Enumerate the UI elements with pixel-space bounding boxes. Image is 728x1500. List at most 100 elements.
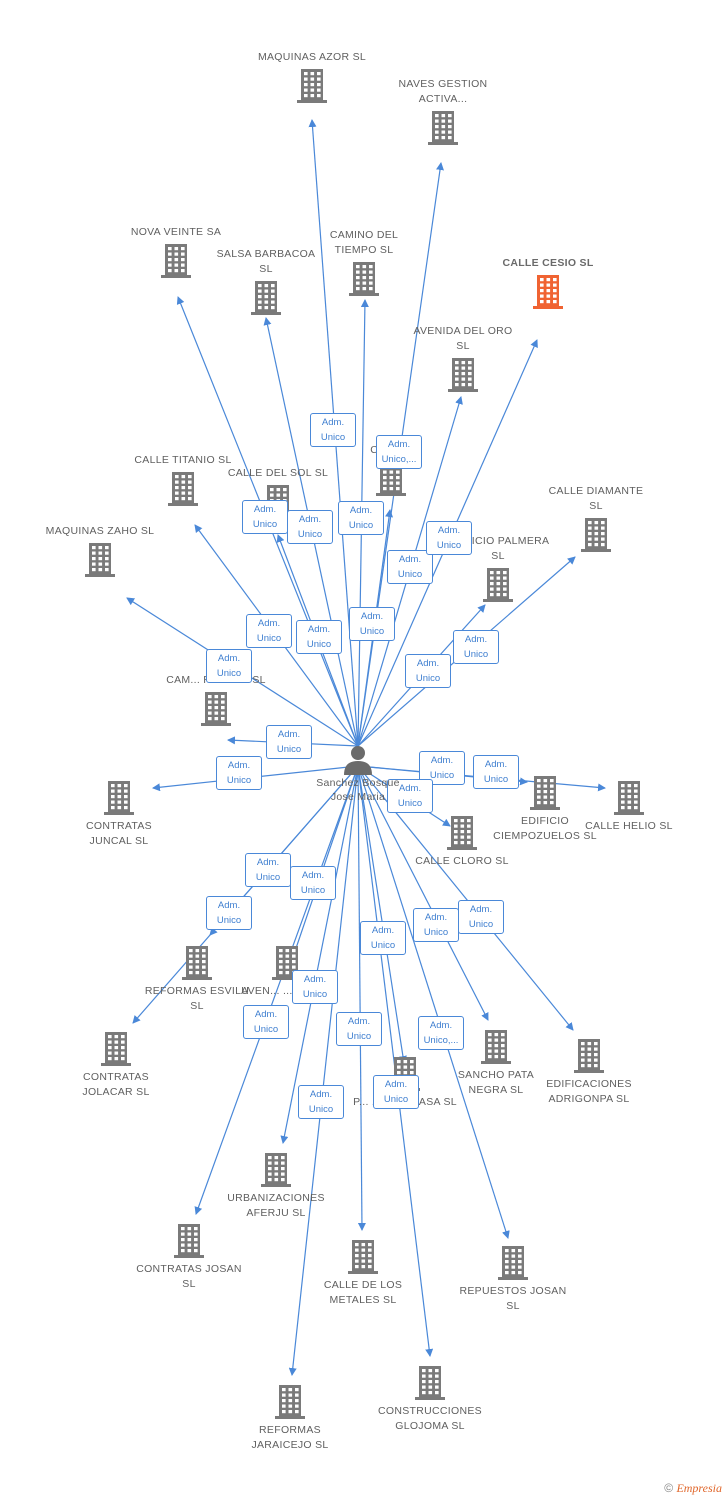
node-label: CALLE DE LOS METALES SL	[323, 1279, 403, 1306]
role-badge[interactable]: Adm.Unico,...	[376, 435, 422, 469]
building-icon	[101, 1032, 131, 1066]
node-calle-diamante[interactable]: CALLE DIAMANTE SL	[541, 484, 651, 552]
role-badge[interactable]: Adm.Unico	[242, 500, 288, 534]
node-maquinas-azor[interactable]: MAQUINAS AZOR SL	[257, 50, 367, 103]
node-label: MAQUINAS ZAHO SL	[45, 525, 155, 537]
role-badge[interactable]: Adm.Unico	[360, 921, 406, 955]
node-label: CONTRATAS JOSAN SL	[136, 1263, 242, 1290]
role-badge[interactable]: Adm.Unico	[458, 900, 504, 934]
node-label: CALLE HELIO SL	[585, 820, 673, 832]
node-avenida-oro[interactable]: AVENIDA DEL ORO SL	[408, 324, 518, 392]
role-badge[interactable]: Adm.Unico	[349, 607, 395, 641]
node-calle-titanio[interactable]: CALLE TITANIO SL	[128, 453, 238, 506]
node-label: CONTRATAS JUNCAL SL	[86, 820, 152, 847]
role-badge[interactable]: Adm.Unico	[373, 1075, 419, 1109]
node-calle-cloro[interactable]: CALLE CLORO SL	[407, 816, 517, 869]
role-badge[interactable]: Adm.Unico	[419, 751, 465, 785]
node-label: CALLE CLORO SL	[415, 855, 509, 867]
role-badge[interactable]: Adm.Unico	[206, 649, 252, 683]
node-reformas-esvilu[interactable]: REFORMAS ESVILU SL	[142, 946, 252, 1014]
node-label: CALLE CESIO SL	[502, 257, 594, 269]
role-badge[interactable]: Adm.Unico	[405, 654, 451, 688]
role-badge[interactable]: Adm.Unico	[216, 756, 262, 790]
building-icon	[261, 1153, 291, 1187]
node-label: URBANIZACIONES AFERJU SL	[227, 1192, 325, 1219]
node-label: CALLE TITANIO SL	[134, 454, 232, 466]
node-label: SALSA BARBACOA SL	[216, 248, 316, 275]
role-badge[interactable]: Adm.Unico	[290, 866, 336, 900]
node-edificaciones-adrigonpa[interactable]: EDIFICACIONES ADRIGONPA SL	[534, 1039, 644, 1107]
node-naves-gestion[interactable]: NAVES GESTION ACTIVA...	[388, 77, 498, 145]
role-badge[interactable]: Adm.Unico	[387, 550, 433, 584]
role-badge[interactable]: Adm.Unico	[338, 501, 384, 535]
node-edificio-palmera[interactable]: EDIFICIO PALMERA SL	[443, 534, 553, 602]
person-icon	[344, 746, 372, 775]
node-salsa-barbacoa[interactable]: SALSA BARBACOA SL	[211, 247, 321, 315]
role-badge[interactable]: Adm.Unico	[453, 630, 499, 664]
edge-urbanizaciones-aferju	[280, 765, 359, 1144]
building-icon	[581, 518, 611, 552]
building-icon	[201, 692, 231, 726]
brand-logo: Empresia	[676, 1481, 722, 1495]
role-badge[interactable]: Adm.Unico	[287, 510, 333, 544]
node-calle-helio[interactable]: CALLE HELIO SL	[574, 781, 684, 834]
building-icon	[161, 244, 191, 278]
node-label: CAMINO DEL TIEMPO SL	[329, 229, 399, 256]
edge-sancho-pata	[357, 765, 489, 1021]
node-label: CALLE DEL SOL SL	[227, 467, 329, 479]
node-calle-metales[interactable]: CALLE DE LOS METALES SL	[308, 1240, 418, 1308]
building-icon	[498, 1246, 528, 1280]
copyright-symbol: ©	[664, 1481, 674, 1495]
footer: © Empresia	[664, 1481, 722, 1496]
node-contratas-jolacar[interactable]: CONTRATAS JOLACAR SL	[61, 1032, 171, 1100]
node-label: REFORMAS JARAICEJO SL	[251, 1424, 329, 1451]
role-badge[interactable]: Adm.Unico	[243, 1005, 289, 1039]
node-sancho-pata[interactable]: SANCHO PATA NEGRA SL	[441, 1030, 551, 1098]
role-badge[interactable]: Adm.Unico	[245, 853, 291, 887]
role-badge[interactable]: Adm.Unico	[298, 1085, 344, 1119]
node-label: MAQUINAS AZOR SL	[257, 51, 367, 63]
role-badge[interactable]: Adm.Unico	[473, 755, 519, 789]
node-repuestos-josan[interactable]: REPUESTOS JOSAN SL	[458, 1246, 568, 1314]
node-label: REPUESTOS JOSAN SL	[459, 1285, 567, 1312]
role-badge[interactable]: Adm.Unico	[296, 620, 342, 654]
edge-calle-metales	[357, 765, 366, 1231]
node-calle-cesio[interactable]: CALLE CESIO SL	[493, 256, 603, 309]
building-icon	[182, 946, 212, 980]
building-icon	[530, 776, 560, 810]
node-label: REFORMAS ESVILU SL	[144, 985, 250, 1012]
node-maquinas-zaho[interactable]: MAQUINAS ZAHO SL	[45, 524, 155, 577]
role-badge[interactable]: Adm.Unico	[426, 521, 472, 555]
edge-avenida-otoño	[290, 765, 359, 961]
role-badge[interactable]: Adm.Unico	[310, 413, 356, 447]
building-icon	[104, 781, 134, 815]
edge-vinasa	[357, 765, 407, 1064]
role-badge[interactable]: Adm.Unico	[413, 908, 459, 942]
edge-contratas-jolacar	[132, 765, 359, 1024]
role-badge[interactable]: Adm.Unico,...	[418, 1016, 464, 1050]
role-badge[interactable]: Adm.Unico	[336, 1012, 382, 1046]
node-camino-tiempo[interactable]: CAMINO DEL TIEMPO SL	[309, 228, 419, 296]
role-badge[interactable]: Adm.Unico	[266, 725, 312, 759]
node-contratas-juncal[interactable]: CONTRATAS JUNCAL SL	[64, 781, 174, 849]
edge-contratas-josan	[194, 765, 359, 1215]
role-badge[interactable]: Adm.Unico	[292, 970, 338, 1004]
building-icon	[275, 1385, 305, 1419]
role-badge[interactable]: Adm.Unico	[206, 896, 252, 930]
node-urbanizaciones-aferju[interactable]: URBANIZACIONES AFERJU SL	[221, 1153, 331, 1221]
node-contratas-josan[interactable]: CONTRATAS JOSAN SL	[134, 1224, 244, 1292]
node-construcciones-glojoma[interactable]: CONSTRUCCIONES GLOJOMA SL	[375, 1366, 485, 1434]
building-icon	[415, 1366, 445, 1400]
node-label: NOVA VEINTE SA	[130, 226, 222, 238]
building-icon	[574, 1039, 604, 1073]
building-icon	[85, 543, 115, 577]
node-label: AVENIDA DEL ORO SL	[413, 325, 513, 352]
building-icon	[481, 1030, 511, 1064]
role-badge[interactable]: Adm.Unico	[387, 779, 433, 813]
node-edificio-ciempozuelos[interactable]: EDIFICIO CIEMPOZUELOS SL	[490, 776, 600, 844]
role-badge[interactable]: Adm.Unico	[246, 614, 292, 648]
node-reformas-jaraicejo[interactable]: REFORMAS JARAICEJO SL	[235, 1385, 345, 1453]
center-person[interactable]: Sanchez Bosque Jose Maria	[303, 744, 413, 804]
node-nova-veinte[interactable]: NOVA VEINTE SA	[121, 225, 231, 278]
